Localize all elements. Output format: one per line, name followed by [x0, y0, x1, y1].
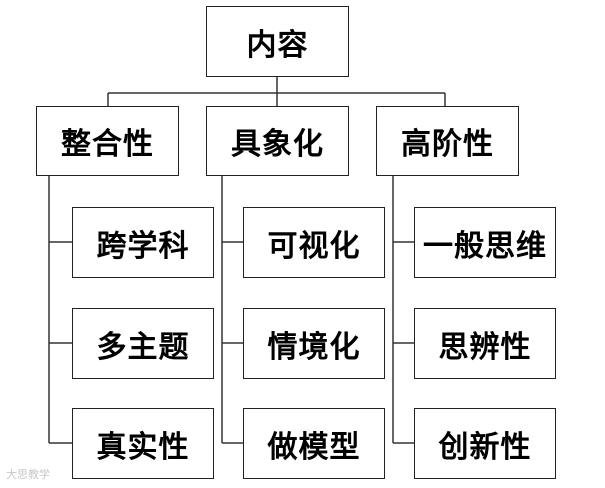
leaf-node: 一般思维 [414, 207, 556, 278]
leaf-node: 创新性 [414, 408, 556, 479]
watermark: 大思教学 [6, 468, 50, 481]
leaf-node: 思辨性 [414, 308, 556, 379]
branch-node-concretization: 具象化 [206, 106, 349, 176]
leaf-node: 情境化 [243, 308, 385, 379]
branch-node-higher-order: 高阶性 [376, 106, 519, 176]
root-node: 内容 [206, 6, 349, 77]
leaf-node: 跨学科 [72, 207, 214, 278]
leaf-node: 可视化 [243, 207, 385, 278]
branch-node-integration: 整合性 [36, 106, 179, 176]
leaf-node: 多主题 [72, 308, 214, 379]
leaf-node: 真实性 [72, 408, 214, 479]
leaf-node: 做模型 [243, 408, 385, 479]
